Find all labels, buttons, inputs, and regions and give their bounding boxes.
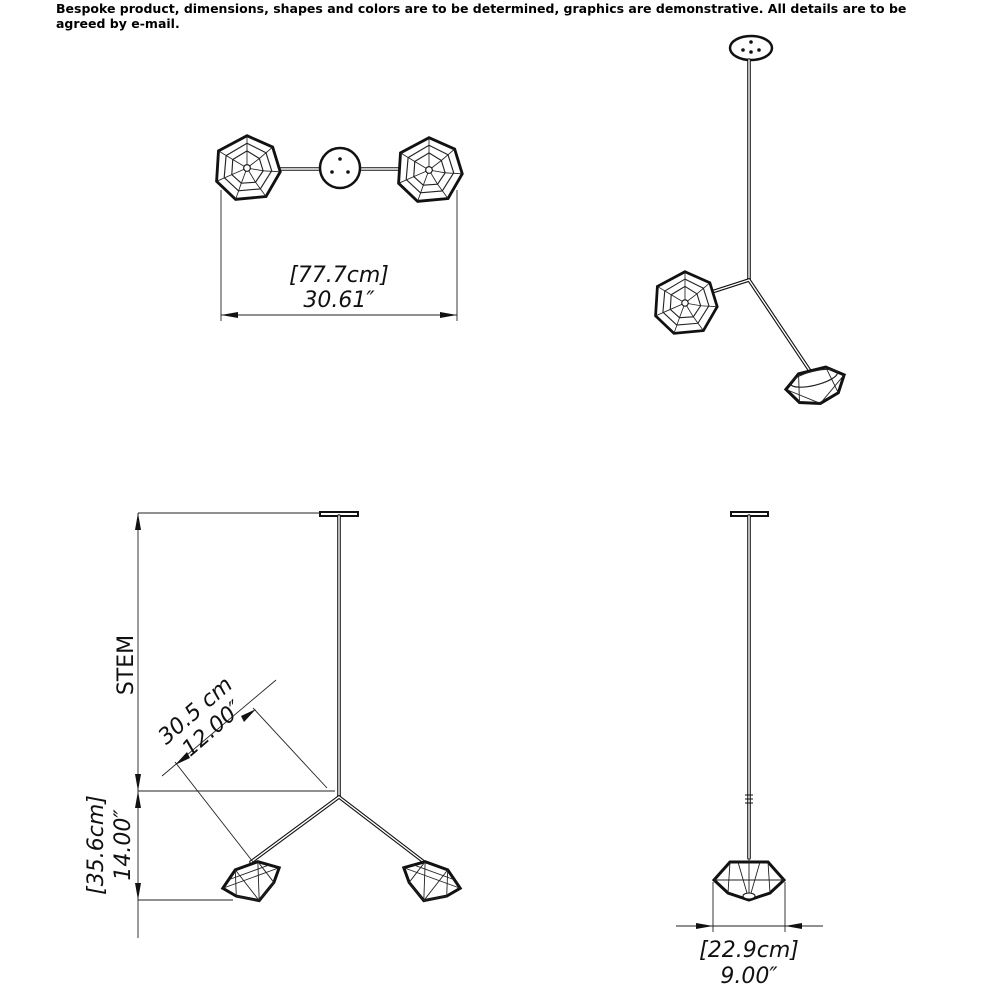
stem-label: STEM [114,635,139,695]
shade-right-top [397,136,464,203]
side-view: [22.9cm] 9.00″ [676,511,823,989]
shade-width-dimension [676,923,823,929]
perspective-view [654,34,846,405]
width-metric-label: [77.7cm] [289,263,389,288]
shade-side-view [711,860,787,902]
top-view: [77.7cm] 30.61″ [215,134,464,321]
canopy-top [318,146,362,190]
drop-metric-label: [35.6cm] [84,795,109,895]
shade-imperial-label: 9.00″ [720,964,778,989]
canopy-perspective [728,34,774,62]
shade-right-perspective [783,365,846,405]
shade-metric-label: [22.9cm] [699,938,799,963]
drop-dimension [135,791,141,938]
drop-imperial-label: 14.00″ [111,809,136,881]
width-imperial-label: 30.61″ [303,288,375,313]
shade-left-perspective [654,270,719,335]
width-dimension [221,312,457,318]
shade-left-front [216,854,289,913]
stem-dimension [135,513,141,791]
arm-dimension [161,679,328,863]
bespoke-disclaimer: Bespoke product, dimensions, shapes and … [56,1,907,31]
front-view: STEM [35.6cm] 14.00″ 30.5 cm 12.00″ [84,511,467,938]
shade-right-front [394,854,467,913]
shade-left-top [215,134,282,201]
